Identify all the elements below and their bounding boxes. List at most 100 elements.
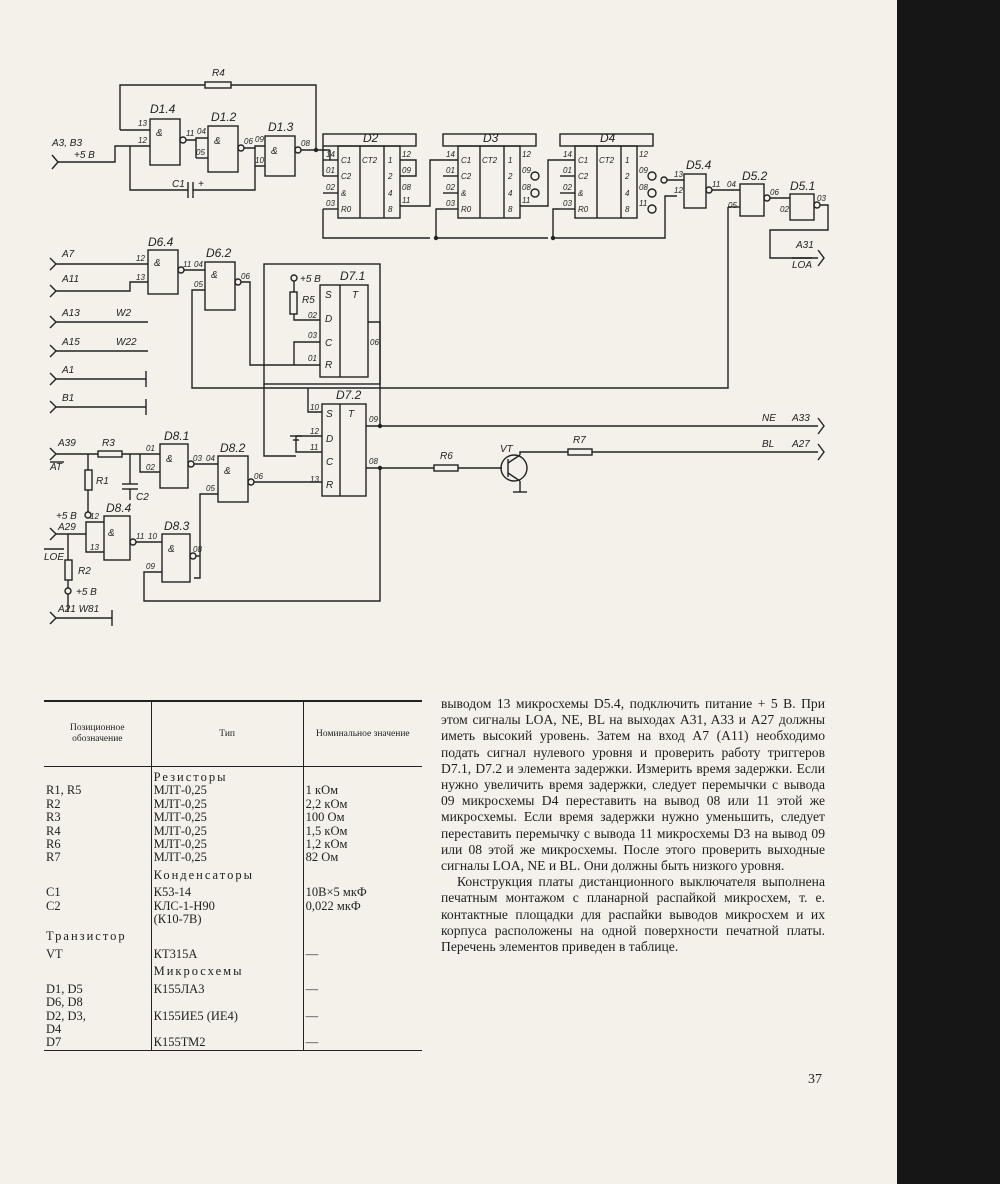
gate-symbol: & [166,454,173,465]
gate-symbol: & [224,466,231,477]
transistor-vt [500,454,528,482]
chip-d1-2-label: D1.2 [211,110,237,124]
svg-text:4: 4 [508,189,513,198]
paragraph-testing: выводом 13 микросхемы D5.4, подключить п… [441,696,825,874]
svg-text:01: 01 [146,444,155,453]
signal-a27: A27 [791,439,810,450]
resistor-r5-label: R5 [302,295,315,306]
signal-w22: W22 [116,337,137,348]
svg-text:12: 12 [310,427,319,436]
svg-text:13: 13 [138,119,147,128]
signal-a11: A11 [61,274,79,285]
svg-text:06: 06 [241,272,250,281]
svg-text:&: & [461,189,466,198]
resistor-r5 [289,291,298,315]
circuit-schematic: D1.4 & D1.2 & D1.3 & R4 13 12 11 04 05 0… [44,68,829,626]
signal-b1: B1 [62,393,74,404]
svg-text:08: 08 [522,183,531,192]
chip-d5-1 [789,193,815,221]
flipflop-d7-1 [319,284,369,378]
svg-text:04: 04 [194,260,203,269]
chip-d5-1-label: D5.1 [790,179,815,193]
svg-text:04: 04 [727,180,736,189]
svg-text:&: & [341,189,346,198]
group-transistor: Транзистор [46,929,127,944]
svg-text:R: R [325,360,332,371]
signal-a21-w81: A21 W81 [57,604,99,615]
svg-text:03: 03 [308,331,317,340]
chip-d5-2 [739,183,765,217]
svg-text:06: 06 [770,188,779,197]
svg-text:03: 03 [193,454,202,463]
table-header: Позиционное обозначение Тип Номинальное … [44,700,422,767]
svg-text:D3: D3 [483,131,499,145]
page-background-edge [897,0,1000,1184]
header-value: Номинальное значение [302,700,422,767]
gate-symbol: & [211,270,218,281]
svg-text:13: 13 [136,273,145,282]
table-row: D4 [44,1022,422,1037]
svg-text:02: 02 [308,311,317,320]
svg-text:08: 08 [402,183,411,192]
svg-text:09: 09 [402,166,411,175]
chip-d8-3 [161,533,191,583]
signal-a33: A33 [791,413,810,424]
svg-text:13: 13 [674,170,683,179]
flipflop-d7-2 [321,403,367,497]
chip-d6-2-label: D6.2 [206,246,232,260]
chip-d1-3 [264,135,296,177]
header-type: Тип [150,700,304,767]
svg-text:14: 14 [446,150,455,159]
table-row: (К10-7В) [44,912,422,927]
svg-text:05: 05 [196,148,205,157]
signal-w2: W2 [116,308,131,319]
svg-text:04: 04 [197,127,206,136]
resistor-r2-label: R2 [78,566,91,577]
resistor-r3 [97,450,123,458]
svg-text:13: 13 [310,475,319,484]
resistor-r6-label: R6 [440,451,453,462]
parts-table: Позиционное обозначение Тип Номинальное … [44,700,422,1051]
svg-text:11: 11 [183,260,191,269]
svg-text:S: S [326,409,333,420]
svg-text:2: 2 [387,172,393,181]
svg-text:01: 01 [563,166,572,175]
svg-text:2: 2 [624,172,630,181]
svg-text:01: 01 [446,166,455,175]
svg-text:C1: C1 [461,156,471,165]
signal-bl: BL [762,439,774,450]
group-resistors: Резисторы [150,766,304,785]
svg-text:12: 12 [90,512,99,521]
svg-text:09: 09 [639,166,648,175]
svg-text:C2: C2 [578,172,589,181]
svg-text:12: 12 [674,186,683,195]
svg-text:C1: C1 [578,156,588,165]
signal-a15: A15 [61,337,80,348]
chip-d5-4-label: D5.4 [686,158,712,172]
gate-symbol: & [214,136,221,147]
chip-d8-2 [217,455,249,503]
svg-text:14: 14 [563,150,572,159]
svg-text:C2: C2 [461,172,472,181]
chip-d8-4-label: D8.4 [106,501,132,515]
svg-text:11: 11 [402,196,410,205]
group-capacitors: Конденсаторы [150,864,304,883]
svg-text:09: 09 [522,166,531,175]
chip-d5-2-label: D5.2 [742,169,768,183]
svg-text:12: 12 [522,150,531,159]
svg-text:12: 12 [639,150,648,159]
svg-text:02: 02 [326,183,335,192]
body-text: выводом 13 микросхемы D5.4, подключить п… [441,696,825,955]
signal-at: AT [49,462,63,473]
chip-d8-4 [103,515,131,561]
chip-d6-4-label: D6.4 [148,235,174,249]
svg-text:1: 1 [625,156,629,165]
svg-text:&: & [578,189,583,198]
